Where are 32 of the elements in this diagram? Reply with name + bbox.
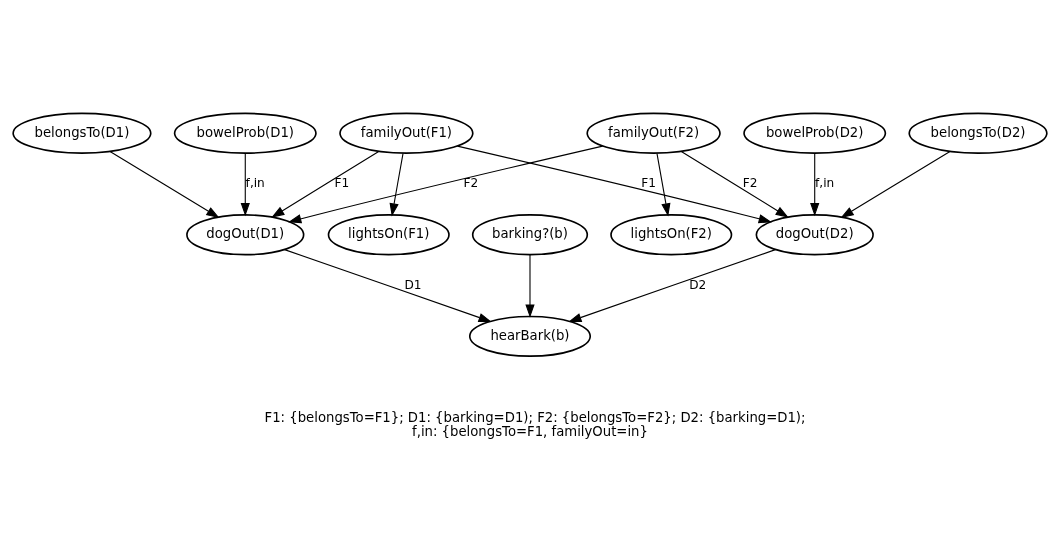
arrow: [840, 150, 951, 218]
node-ellipse: belongsTo(D2): [908, 112, 1048, 154]
edge-label: D2: [689, 277, 707, 292]
edge-label: f,in: [815, 175, 835, 190]
arrow: [240, 152, 250, 216]
edge-label: F2: [463, 175, 479, 190]
node-ellipse: barking?(b): [471, 213, 589, 255]
arrow: [288, 145, 604, 223]
arrow: [389, 152, 404, 217]
arrow: [810, 152, 820, 216]
label: F1: {belongsTo=F1}; D1: {barking=D1); F2: {belongsTo=F2}; D2: {barking=D1);: [264, 409, 806, 425]
node-ellipse: hearBark(b): [468, 315, 592, 357]
node-ellipse: belongsTo(D1): [12, 112, 152, 154]
edge-label: F1: [641, 175, 656, 190]
node-ellipse: lightsOn(F2): [610, 213, 733, 255]
node-ellipse: lightsOn(F1): [327, 213, 450, 255]
arrow: [656, 152, 671, 217]
arrow: [271, 150, 380, 218]
arrow: [109, 150, 220, 218]
edge-label: F2: [742, 175, 758, 190]
arrow: [680, 150, 789, 218]
node-ellipse: bowelProb(D1): [173, 112, 317, 154]
label: f,in: {belongsTo=F1, familyOut=in}: [412, 423, 648, 439]
arrow: [525, 254, 535, 318]
node-ellipse: bowelProb(D2): [743, 112, 887, 154]
edge-label: F1: [334, 175, 350, 190]
arrow: [568, 248, 776, 322]
edge-label: D1: [404, 277, 422, 292]
arrow: [284, 248, 492, 322]
node-ellipse: familyOut(F2): [586, 112, 721, 154]
node-ellipse: familyOut(F1): [339, 112, 474, 154]
arrow: [456, 145, 772, 223]
